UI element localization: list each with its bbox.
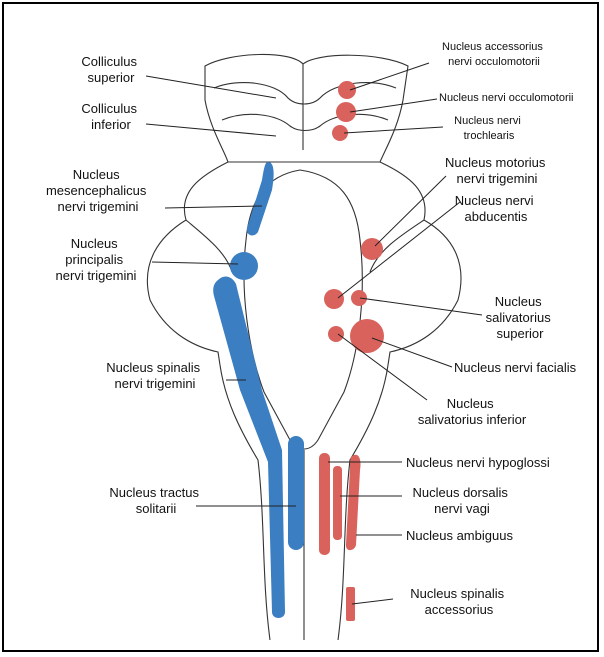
leader-colliculus-inferior [146,124,276,136]
label-spinalis-trigemini: Nucleus spinalis nervi trigemini [106,360,204,391]
label-principalis: Nucleus principalis nervi trigemini [56,236,137,283]
leader-abducentis [338,202,460,298]
label-trochlearis: Nucleus nervi trochlearis [454,115,524,142]
label-dorsalis-vagi: Nucleus dorsalis nervi vagi [413,485,512,516]
label-colliculus-inferior: Colliculus inferior [81,101,140,132]
label-salivatorius-superior: Nucleus salivatorius superior [486,294,555,341]
label-accessorius-occulomotorii: Nucleus accessorius nervi occulomotorii [442,41,546,68]
label-colliculus-superior: Colliculus superior [81,54,140,85]
label-abducentis: Nucleus nervi abducentis [455,193,537,224]
colliculus-superior-outline [214,83,396,104]
leader-motorius-trigemini [375,176,446,246]
nucleus-accessorius-occulomotorii-shape [338,81,356,99]
leader-spinalis-accessorius [352,599,393,604]
sensory-nuclei [213,162,304,618]
leader-principalis [152,262,238,264]
label-facialis: Nucleus nervi facialis [454,360,577,375]
label-occulomotorii: Nucleus nervi occulomotorii [439,92,574,104]
nucleus-abducentis-shape [324,289,344,309]
leader-salivatorius-superior [360,298,482,315]
nucleus-principalis-shape [230,252,258,280]
leader-facialis [372,338,452,367]
brainstem-outline [147,54,461,640]
nucleus-tractus-solitarii-shape [288,436,304,550]
pons-outline-right [380,162,461,365]
leader-occulomotorii [350,99,437,112]
nucleus-salivatorius-inferior-shape [328,326,344,342]
nucleus-salivatorius-superior-shape [351,290,367,306]
nucleus-mesencephalicus-shape [247,162,274,235]
label-salivatorius-inferior: Nucleus salivatorius inferior [418,396,527,427]
label-ambiguus: Nucleus ambiguus [406,528,513,543]
nucleus-ambiguus-shape [346,455,361,550]
nucleus-facialis-shape [350,319,384,353]
medulla-outline-right [338,365,388,640]
label-mesencephalicus: Nucleus mesencephalicus nervi trigemini [46,167,150,214]
label-spinalis-accessorius: Nucleus spinalis accessorius [410,586,508,617]
label-motorius-trigemini: Nucleus motorius nervi trigemini [445,155,549,186]
label-tractus-solitarii: Nucleus tractus solitarii [109,485,202,516]
nucleus-hypoglossi-shape [319,453,330,555]
colliculus-inferior-outline [222,114,388,130]
leader-colliculus-superior [146,76,276,98]
label-hypoglossi: Nucleus nervi hypoglossi [406,455,550,470]
nucleus-spinalis-trigemini-shape [213,277,285,618]
nucleus-dorsalis-vagi-shape [333,466,342,540]
leader-mesencephalicus [165,206,262,208]
label-group: Colliculus superior Colliculus inferior … [46,41,577,617]
